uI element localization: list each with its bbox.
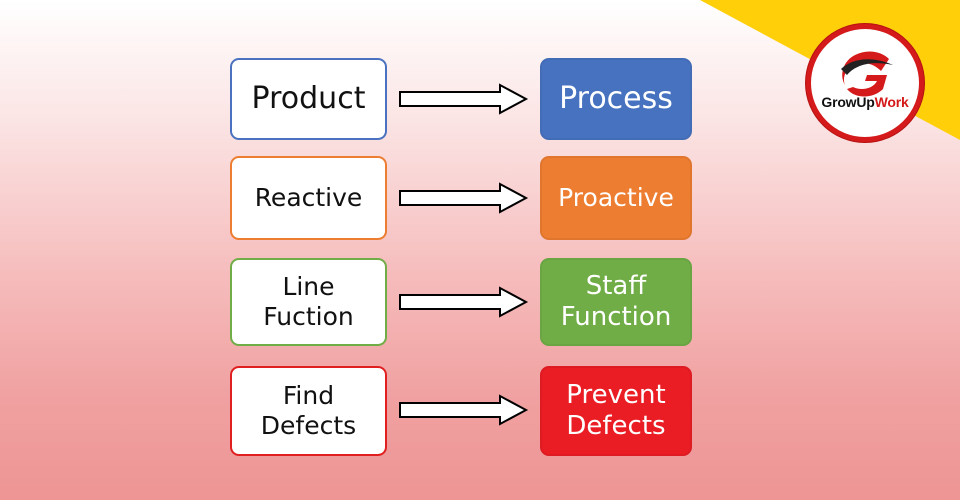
from-box-product: Product [230,58,387,140]
right-arrow-icon [399,394,529,426]
to-label-line-1: Staff [585,270,647,301]
logo-wordmark: GrowUpWork [811,94,919,110]
from-label-line-1: Find [282,381,335,410]
to-box-prevent-defects: Prevent Defects [540,366,692,456]
from-box-line-fuction: Line Fuction [230,258,387,346]
right-arrow-icon [399,83,529,115]
right-arrow-icon [399,182,529,214]
to-label-line-2: Defects [566,411,666,441]
right-arrow-icon [399,286,529,318]
growupwork-logo: GrowUpWork [806,24,924,142]
from-box-find-defects: Find Defects [230,366,387,456]
from-label: Reactive [254,183,363,212]
from-label-line-2: Defects [260,411,357,440]
logo-text-grow-up: GrowUp [821,94,875,110]
from-label: Product [251,81,366,116]
logo-text-work: Work [874,94,909,110]
from-label-line-2: Fuction [263,302,354,331]
to-box-staff-function: Staff Function [540,258,692,346]
growupwork-emblem-icon [841,51,893,97]
from-label-line-1: Line [282,272,335,301]
to-label-line-1: Prevent [566,379,666,410]
to-label: Process [559,81,673,116]
to-label-line-2: Function [560,302,672,332]
to-box-process: Process [540,58,692,140]
from-box-reactive: Reactive [230,156,387,240]
to-label: Proactive [558,183,674,212]
to-box-proactive: Proactive [540,156,692,240]
